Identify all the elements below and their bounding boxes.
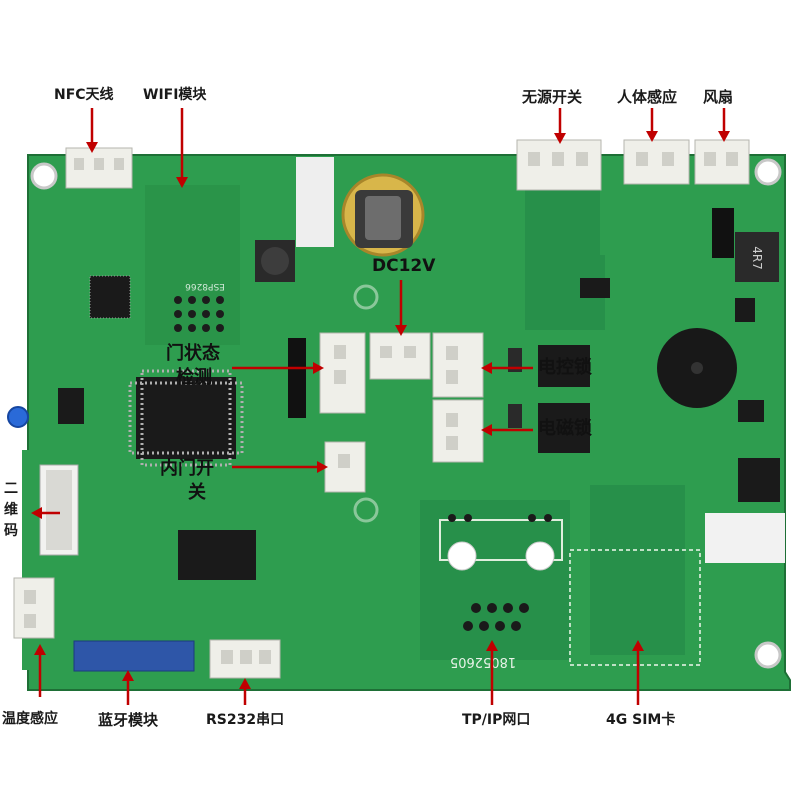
label-inner-door-line1: 内门开	[160, 458, 214, 479]
svg-text:4R7: 4R7	[750, 246, 764, 270]
board-serial-silkscreen: 18052605	[450, 654, 516, 669]
label-rs232-port: RS232串口	[206, 712, 285, 728]
sim-sticker	[705, 513, 785, 563]
dc12v-connector	[369, 332, 431, 380]
label-passive-switch: 无源开关	[522, 88, 583, 106]
fan-header	[712, 208, 734, 258]
coin-battery	[341, 173, 425, 257]
wifi-module-pads	[174, 296, 224, 332]
label-qr-line2: 维	[4, 502, 18, 518]
rs232-connector	[209, 639, 281, 679]
label-inner-door-line2: 关	[188, 482, 206, 503]
lock-mosfets	[508, 345, 780, 502]
label-bluetooth-module: 蓝牙模块	[98, 711, 159, 729]
wifi-module-area	[145, 185, 240, 345]
ics	[58, 278, 755, 580]
mounting-holes	[30, 158, 782, 669]
qr-code-connector	[39, 464, 79, 556]
label-door-status-line1: 门状态	[166, 343, 220, 364]
label-dc12v: DC12V	[372, 256, 436, 276]
bluetooth-module	[73, 640, 195, 672]
buzzer	[657, 328, 737, 408]
label-tcpip-port: TP/IP网口	[462, 712, 531, 728]
temperature-sensor-connector	[13, 577, 55, 639]
nfc-connector	[65, 147, 133, 189]
inner-door-connector	[324, 441, 366, 493]
label-magnetic-lock: 电磁锁	[538, 418, 592, 439]
passive-switch-connector	[516, 139, 602, 191]
label-wifi-module: WIFI模块	[143, 87, 207, 103]
blue-led	[7, 406, 29, 428]
callout-arrows	[31, 108, 730, 705]
inductor-right: 4R7	[735, 232, 779, 282]
sim-card-slot	[569, 549, 701, 666]
white-label	[296, 157, 334, 247]
nfc-chip	[89, 275, 131, 319]
body-sensor-connector	[623, 139, 690, 185]
magnetic-lock-connector	[432, 399, 484, 463]
label-qr-line1: 二	[4, 481, 18, 497]
fan-connector	[694, 139, 750, 185]
electric-lock-connector	[432, 332, 484, 398]
inductor-left	[255, 240, 295, 282]
rj45-footprint	[439, 514, 563, 631]
label-qr-line3: 码	[4, 523, 18, 539]
label-temperature-sensor: 温度感应	[2, 711, 58, 727]
label-electric-lock: 电控锁	[538, 357, 592, 378]
label-fan: 风扇	[703, 88, 734, 106]
label-body-sensor: 人体感应	[617, 88, 678, 106]
door-status-connector	[319, 332, 366, 414]
main-mcu-chip	[128, 369, 244, 467]
pcb-trace-areas	[420, 170, 685, 660]
label-nfc-antenna: NFC天线	[54, 87, 114, 103]
label-4g-sim: 4G SIM卡	[606, 712, 676, 728]
wifi-chip-silkscreen: ESP8266	[185, 281, 225, 291]
door-status-header	[288, 338, 306, 418]
label-door-status-line2: 检测	[176, 367, 212, 388]
